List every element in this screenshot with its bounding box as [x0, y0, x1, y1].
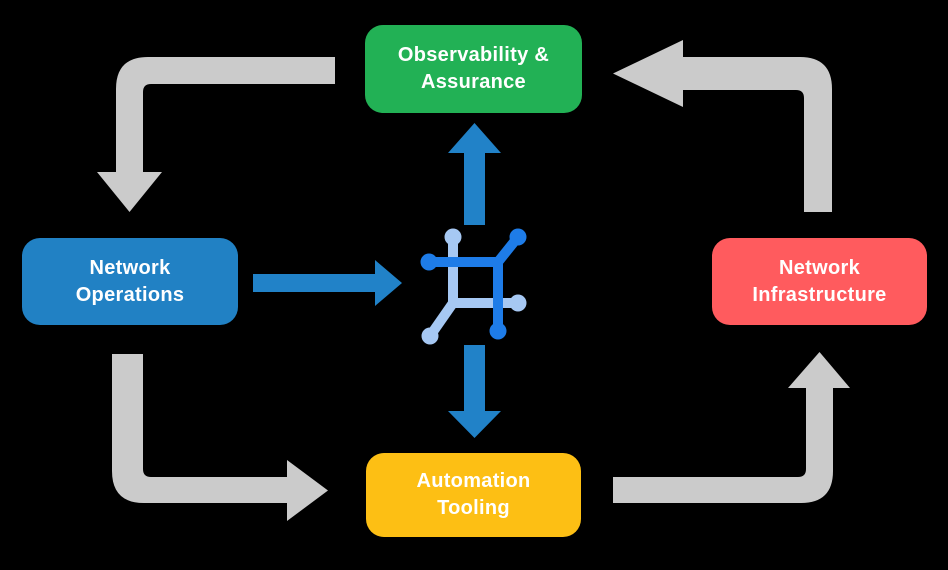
node-label-line: Infrastructure — [752, 283, 887, 306]
arrow-observability-to-operations — [97, 57, 335, 212]
node-label-line: Operations — [75, 283, 185, 306]
arrow-operations-to-automation — [112, 354, 328, 521]
arrow-infrastructure-to-observability — [613, 40, 832, 212]
arrow-icon-to-observability — [448, 123, 501, 225]
arrow-icon-to-automation — [448, 345, 501, 438]
node-label-line: Tooling — [437, 497, 510, 519]
node-label-line: Observability & — [397, 44, 550, 66]
node-label-line: Assurance — [421, 71, 526, 93]
arrow-operations-to-icon — [253, 260, 402, 306]
node-automation-tooling: Automation Tooling — [366, 453, 581, 537]
node-label-line: Automation — [416, 470, 531, 492]
node-label-line: Network — [778, 256, 860, 279]
node-network-operations: Network Operations — [22, 238, 238, 325]
node-network-infrastructure: Network Infrastructure — [712, 238, 927, 325]
network-platform-icon — [420, 228, 527, 345]
node-observability-assurance: Observability & Assurance — [365, 25, 582, 113]
icon-light-branches — [421, 228, 527, 345]
icon-dark-branches — [420, 228, 527, 340]
node-label-line: Network — [89, 256, 171, 279]
arrow-automation-to-infrastructure — [613, 352, 850, 503]
